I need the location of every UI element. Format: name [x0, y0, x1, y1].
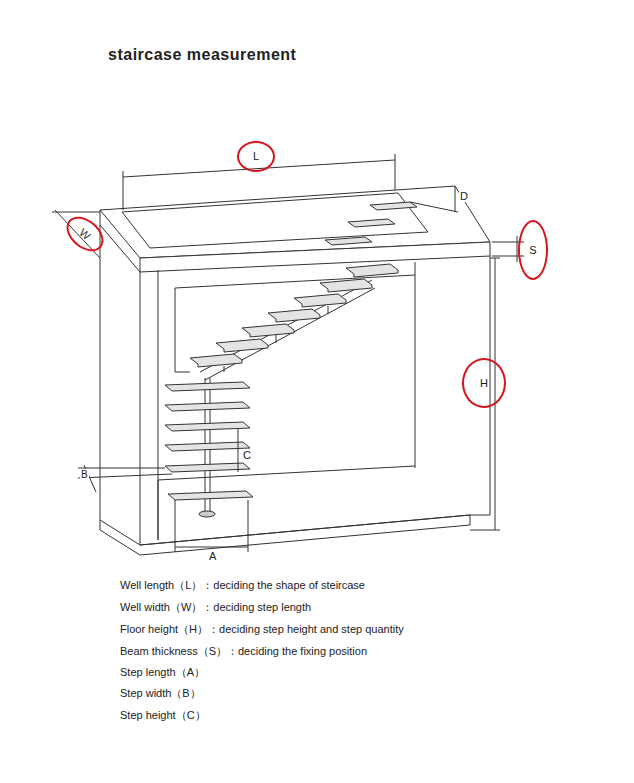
dimension-letter: D: [459, 190, 469, 202]
measurement-note: Step height（C）: [120, 708, 206, 723]
measure-circle: W: [60, 210, 110, 258]
dimension-letter: B: [80, 469, 89, 480]
diagram-title: staircase measurement: [108, 46, 296, 64]
dimension-letter: A: [208, 550, 217, 562]
measure-circle: L: [237, 141, 275, 172]
measurement-note: Well length（L）：deciding the shape of ste…: [120, 578, 365, 593]
measurement-note: Floor height（H）：deciding step height and…: [120, 622, 404, 637]
measure-circle: H: [462, 358, 506, 408]
measurement-note: Well width（W）：deciding step length: [120, 600, 311, 615]
dimension-letter: S: [529, 245, 536, 256]
measure-circle: S: [518, 220, 548, 280]
measurement-note: Beam thickness（S）：deciding the fixing po…: [120, 644, 367, 659]
measurement-note: Step width（B）: [120, 686, 201, 701]
dimension-letter: L: [253, 151, 259, 162]
dimension-letter: W: [77, 226, 92, 241]
dimension-letter: H: [480, 378, 488, 389]
measurement-note: Step length（A）: [120, 665, 205, 680]
dimension-letter: C: [242, 449, 252, 461]
